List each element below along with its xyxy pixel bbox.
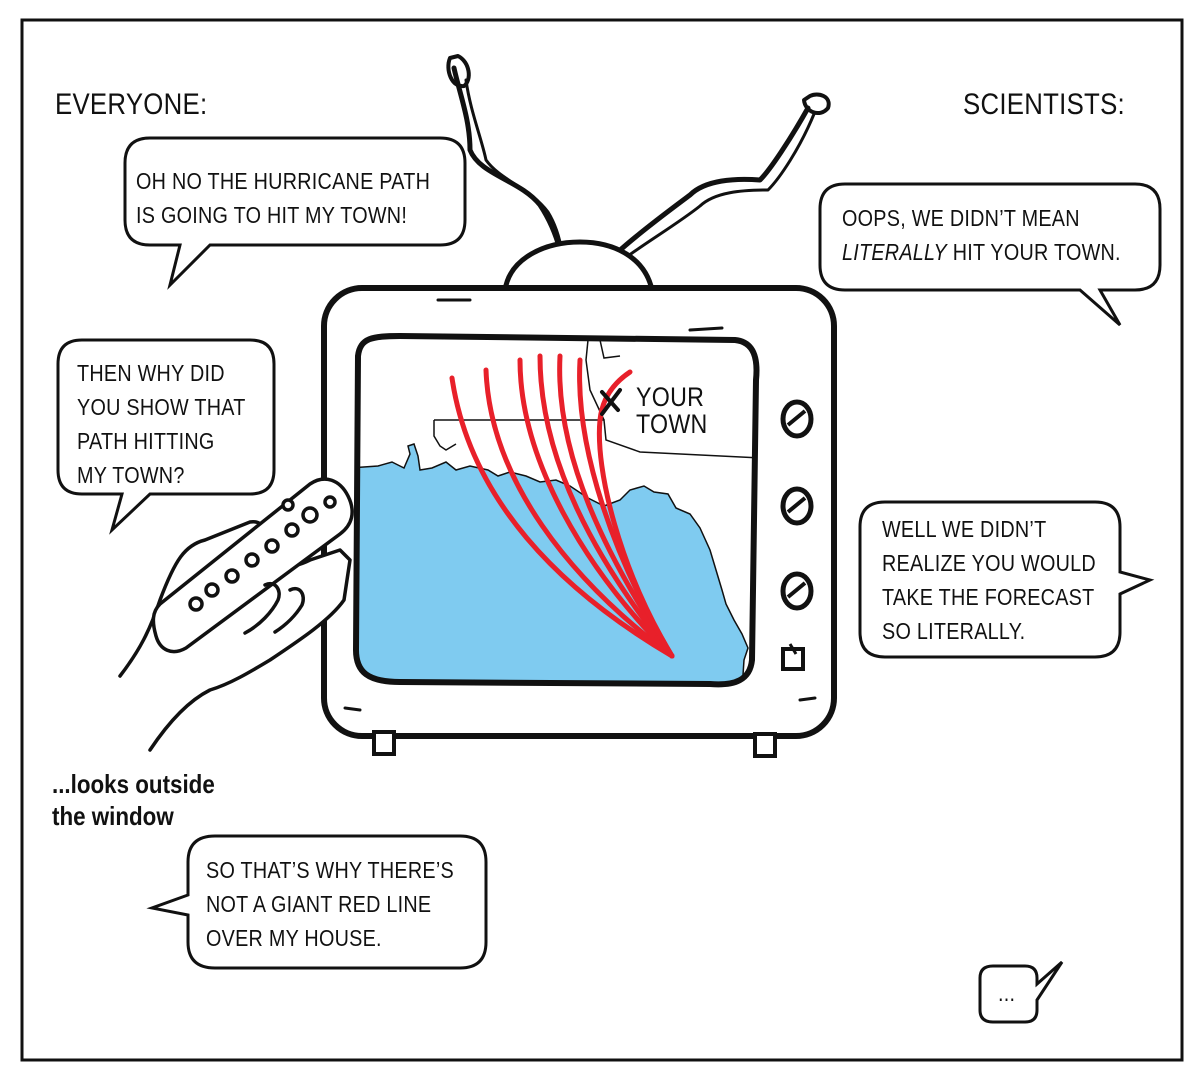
bubble-line: WELL WE DIDN’T [882,516,1047,542]
bubble-scientists-1-text: OOPS, WE DIDN’T MEAN LITERALLY HIT YOUR … [842,201,1121,269]
bubble-line: THEN WHY DID [77,360,225,386]
bubble-line: TAKE THE FORECAST [882,584,1095,610]
bubble-everyone-2-text: THEN WHY DID YOU SHOW THAT PATH HITTING … [77,356,246,492]
tv-town-label: YOUR TOWN [636,384,708,438]
tv-knob-1[interactable] [780,399,814,439]
bubble-line: OH NO THE HURRICANE PATH [136,168,431,194]
header-everyone: EVERYONE: [55,88,208,121]
tv-antenna-dome [502,239,655,291]
bubble-line: YOU SHOW THAT [77,394,246,420]
bubble-line: SO THAT’S WHY THERE’S [206,857,454,883]
town-x-marker [600,388,622,416]
bubble-everyone-3 [146,834,488,970]
bubble-line: OOPS, WE DIDN’T MEAN [842,205,1080,231]
tv-antenna-left [446,54,564,254]
emphasis-literally: LITERALLY [842,239,947,265]
town-label-line: YOUR [636,382,705,412]
bubble-everyone-1 [123,136,467,290]
caption-line: the window [52,801,174,831]
caption-looks-outside: ...looks outside the window [52,768,215,832]
bubble-everyone-3-text: SO THAT’S WHY THERE’S NOT A GIANT RED LI… [206,853,454,955]
tv-antenna-right [615,92,831,258]
tv-power-switch[interactable] [781,643,805,671]
bubble-line: SO LITERALLY. [882,618,1026,644]
tv-leg-right [753,732,777,758]
hurricane-tracks [449,353,675,659]
tv-knob-2[interactable] [780,486,814,526]
bubble-line: LITERALLY HIT YOUR TOWN. [842,235,1121,269]
bubble-scientists-2 [858,500,1155,659]
header-scientists: SCIENTISTS: [963,88,1125,121]
bubble-line-rest: HIT YOUR TOWN. [946,239,1121,265]
bubble-line: PATH HITTING [77,428,215,454]
hand-with-remote [118,477,354,752]
bubble-scientists-2-text: WELL WE DIDN’T REALIZE YOU WOULD TAKE TH… [882,512,1096,648]
tv-cabinet-details [343,298,817,712]
bubble-line: IS GOING TO HIT MY TOWN! [136,202,408,228]
bubble-ellipsis [978,960,1064,1024]
bubble-ellipsis-text: ... [998,980,1016,1006]
bubble-everyone-2 [56,338,276,535]
bubble-line: REALIZE YOU WOULD [882,550,1096,576]
tv-leg-left [372,730,396,756]
bubble-line: MY TOWN? [77,462,185,488]
town-label-line: TOWN [636,409,708,439]
tv-screen [356,336,757,685]
caption-line: ...looks outside [52,769,215,799]
bubble-everyone-1-text: OH NO THE HURRICANE PATH IS GOING TO HIT… [136,164,430,232]
tv-knob-3[interactable] [780,571,814,611]
bubble-scientists-1 [818,182,1162,327]
bubble-line: NOT A GIANT RED LINE [206,891,432,917]
bubble-line: OVER MY HOUSE. [206,925,382,951]
tv-screen-bezel [352,332,760,688]
